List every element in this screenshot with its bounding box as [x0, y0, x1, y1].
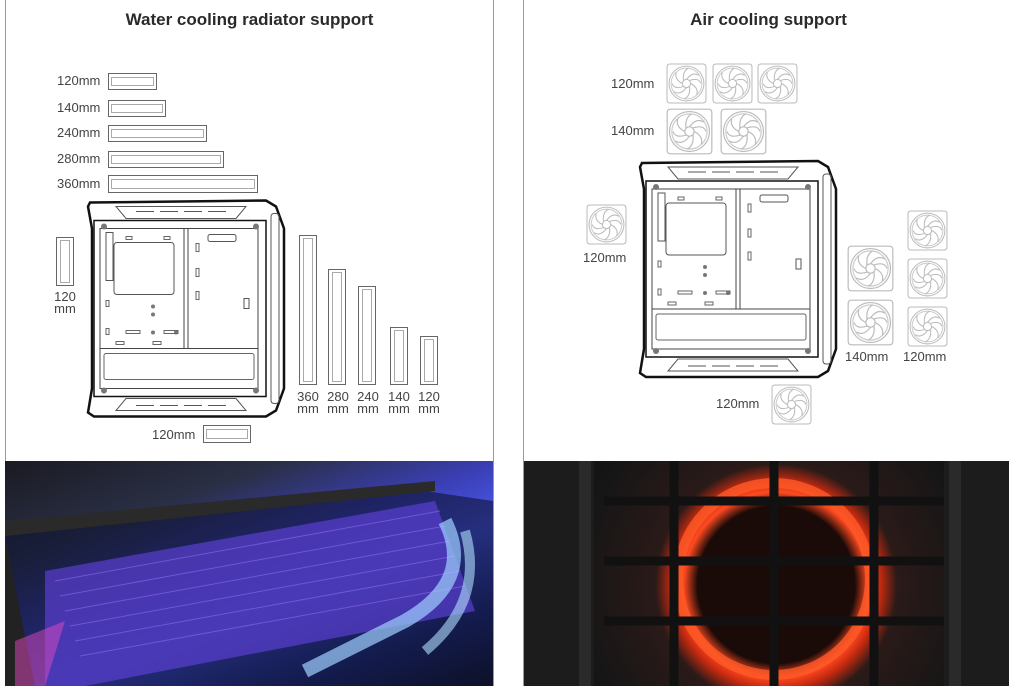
water-cooling-title: Water cooling radiator support: [125, 10, 374, 29]
air-cooling-title: Air cooling support: [690, 10, 847, 29]
rear-radiator-unit: mm: [54, 301, 76, 316]
case-diagram-air: [638, 158, 838, 380]
front-radiator-unit: mm: [388, 401, 410, 416]
front-radiator-unit: mm: [327, 401, 349, 416]
front-radiator-unit: mm: [297, 401, 319, 416]
rear-radiator-120: [56, 237, 74, 286]
fan-icon: [847, 245, 894, 292]
top-radiator-140: [108, 100, 166, 117]
top-fan-140-label: 140mm: [611, 123, 655, 138]
water-cooling-panel: Water cooling radiator support: [5, 0, 494, 686]
top-radiator-240: [108, 125, 207, 142]
fan-icon: [771, 384, 812, 425]
fan-icon: [757, 63, 798, 104]
fan-icon: [907, 258, 948, 299]
fan-icon: [847, 299, 894, 346]
air-cooling-photo: [524, 461, 1009, 686]
front-fan-140-label: 140mm: [845, 349, 889, 364]
front-radiator-size: 140: [388, 389, 410, 404]
top-radiator-120: [108, 73, 157, 90]
front-radiator-140: [390, 327, 408, 385]
fan-photo-art: [524, 461, 1009, 686]
rear-radiator-size: 120: [54, 289, 76, 304]
fan-icon: [907, 210, 948, 251]
top-radiator-label: 120mm: [57, 73, 101, 88]
front-fan-120-label: 120mm: [903, 349, 947, 364]
front-radiator-size: 360: [297, 389, 319, 404]
front-radiator-size: 240: [357, 389, 379, 404]
top-radiator-280: [108, 151, 224, 168]
front-radiator-280: [328, 269, 346, 385]
fan-icon: [712, 63, 753, 104]
bottom-radiator-label: 120mm: [152, 427, 196, 442]
fan-icon: [666, 63, 707, 104]
fan-icon: [666, 108, 713, 155]
front-radiator-unit: mm: [357, 401, 379, 416]
front-radiator-size: 120: [418, 389, 440, 404]
front-radiator-120: [420, 336, 438, 385]
top-radiator-label: 360mm: [57, 176, 101, 191]
fan-icon: [907, 306, 948, 347]
top-radiator-label: 140mm: [57, 100, 101, 115]
front-radiator-360: [299, 235, 317, 385]
rear-fan-label: 120mm: [583, 250, 627, 265]
bottom-fan-label: 120mm: [716, 396, 760, 411]
front-radiator-240: [358, 286, 376, 385]
fan-icon: [586, 204, 627, 245]
front-radiator-unit: mm: [418, 401, 440, 416]
front-radiator-size: 280: [327, 389, 349, 404]
case-diagram-water: [86, 198, 286, 419]
fan-icon: [720, 108, 767, 155]
top-radiator-label: 280mm: [57, 151, 101, 166]
top-fan-120-label: 120mm: [611, 76, 655, 91]
radiator-photo-art: [5, 481, 493, 686]
top-radiator-label: 240mm: [57, 125, 101, 140]
bottom-radiator-120: [203, 425, 251, 443]
air-cooling-panel: Air cooling support: [523, 0, 1009, 686]
top-radiator-360: [108, 175, 258, 193]
water-cooling-photo: [5, 461, 493, 686]
